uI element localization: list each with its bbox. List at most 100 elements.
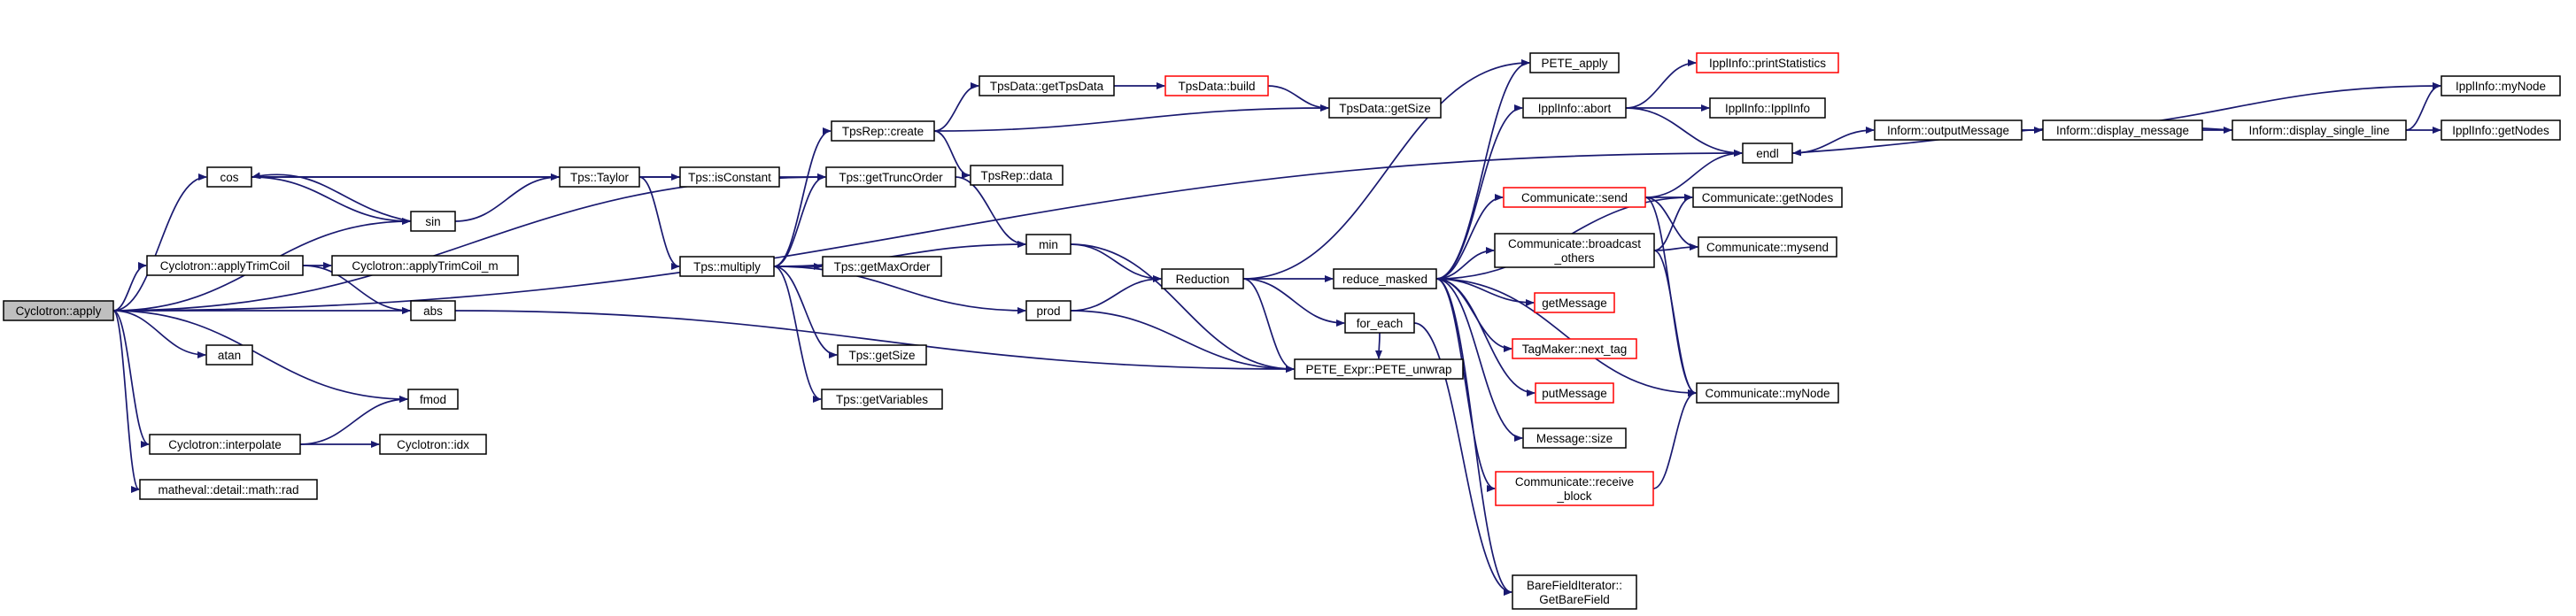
node-sin[interactable]: sin (410, 211, 456, 232)
node-ipplMyNode[interactable]: IpplInfo::myNode (2441, 75, 2561, 96)
node-label: Tps::getTruncOrder (839, 171, 943, 184)
node-applyTrimCoil[interactable]: Cyclotron::applyTrimCoil (146, 255, 304, 276)
node-label: TpsData::getTpsData (990, 80, 1104, 93)
node-box (410, 211, 456, 232)
node-fmod[interactable]: fmod (407, 389, 459, 410)
node-rad[interactable]: matheval::detail::math::rad (139, 479, 318, 500)
node-peteApply[interactable]: PETE_apply (1529, 52, 1620, 73)
node-box (822, 256, 942, 277)
node-forEach[interactable]: for_each (1344, 312, 1415, 334)
node-receiveBlock[interactable]: Communicate::receive_block (1495, 471, 1654, 506)
node-label: Cyclotron::interpolate (168, 438, 282, 451)
node-box (970, 165, 1064, 186)
edge-cos-to-sin (251, 176, 411, 225)
node-label: Communicate::broadcast (1508, 237, 1641, 250)
node-broadcast[interactable]: Communicate::broadcast_others (1494, 233, 1655, 268)
edge-reduction-to-forEach (1242, 278, 1345, 327)
node-label: matheval::detail::math::rad (158, 483, 298, 497)
node-min[interactable]: min (1025, 234, 1071, 255)
node-label: TagMaker::next_tag (1522, 343, 1628, 356)
node-displayMessage[interactable]: Inform::display_message (2042, 119, 2203, 141)
edge-multiply-to-getVariables (773, 266, 822, 403)
node-bareField[interactable]: BareFieldIterator::GetBareField (1512, 574, 1637, 610)
node-label: Cyclotron::apply (16, 304, 102, 318)
node-taylor[interactable]: Tps::Taylor (559, 166, 640, 188)
node-label: PETE_apply (1541, 57, 1607, 70)
node-putMessage[interactable]: putMessage (1535, 382, 1614, 404)
node-abs[interactable]: abs (410, 300, 456, 321)
node-apply[interactable]: Cyclotron::apply (3, 300, 114, 321)
node-endl[interactable]: endl (1742, 142, 1793, 164)
edge-reduceMasked-to-send (1435, 194, 1504, 280)
node-printStatistics[interactable]: IpplInfo::printStatistics (1696, 52, 1839, 73)
node-tpsDataBuild[interactable]: TpsData::build (1164, 75, 1269, 96)
edge-abort-to-endl (1625, 107, 1743, 157)
node-getTruncOrder[interactable]: Tps::getTruncOrder (825, 166, 956, 188)
node-box (559, 166, 640, 188)
node-peteUnwrap[interactable]: PETE_Expr::PETE_unwrap (1294, 358, 1464, 380)
edge-apply-to-atan (112, 310, 206, 358)
node-box (679, 166, 780, 188)
node-tpsRepCreate[interactable]: TpsRep::create (831, 120, 935, 142)
node-abort[interactable]: IpplInfo::abort (1522, 97, 1627, 119)
node-label: Communicate::myNode (1705, 387, 1830, 400)
node-isConstant[interactable]: Tps::isConstant (679, 166, 780, 188)
edge-interpolate-to-fmod (299, 396, 408, 445)
node-box (331, 255, 519, 276)
node-commGetNodes[interactable]: Communicate::getNodes (1692, 187, 1843, 208)
node-atan[interactable]: atan (205, 344, 253, 366)
node-label: Cyclotron::applyTrimCoil_m (352, 259, 498, 273)
node-label: Tps::getSize (848, 349, 915, 362)
node-getVariables[interactable]: Tps::getVariables (821, 389, 943, 410)
node-tpsRepData[interactable]: TpsRep::data (970, 165, 1064, 186)
edge-tpsRepCreate-to-getTpsData (933, 82, 979, 132)
node-label: TpsData::getSize (1339, 102, 1431, 115)
node-label: getMessage (1542, 296, 1607, 310)
edge-reduceMasked-to-myNode (1435, 278, 1697, 397)
node-myNode[interactable]: Communicate::myNode (1696, 382, 1839, 404)
node-reduction[interactable]: Reduction (1161, 268, 1244, 289)
node-reduceMasked[interactable]: reduce_masked (1333, 268, 1437, 289)
node-getTpsData[interactable]: TpsData::getTpsData (979, 75, 1115, 96)
node-displaySingleLine[interactable]: Inform::display_single_line (2232, 119, 2407, 141)
node-outputMessage[interactable]: Inform::outputMessage (1874, 119, 2023, 141)
node-applyTrimCoil_m[interactable]: Cyclotron::applyTrimCoil_m (331, 255, 519, 276)
node-ipplInfo[interactable]: IpplInfo::IpplInfo (1709, 97, 1826, 119)
node-label: Tps::multiply (693, 260, 761, 273)
node-box (1692, 187, 1843, 208)
node-box (679, 256, 775, 277)
edge-multiply-to-prod (773, 266, 1026, 314)
node-nextTag[interactable]: TagMaker::next_tag (1512, 338, 1637, 359)
node-mysend[interactable]: Communicate::mysend (1698, 236, 1837, 258)
edge-reduceMasked-to-bareField (1435, 278, 1512, 596)
node-msgSize[interactable]: Message::size (1522, 427, 1627, 449)
node-multiply[interactable]: Tps::multiply (679, 256, 775, 277)
node-box (2441, 119, 2561, 141)
node-getMessage[interactable]: getMessage (1534, 292, 1615, 313)
node-box (1494, 233, 1655, 268)
node-box (407, 389, 459, 410)
node-tpsDataGetSize[interactable]: TpsData::getSize (1328, 97, 1442, 119)
node-box (1742, 142, 1793, 164)
node-tpsGetSize[interactable]: Tps::getSize (837, 344, 927, 366)
node-send[interactable]: Communicate::send (1503, 187, 1646, 208)
node-idx[interactable]: Cyclotron::idx (379, 434, 487, 455)
edge-applyTrimCoil-to-abs (302, 265, 411, 314)
node-label: min (1039, 238, 1058, 251)
node-getMaxOrder[interactable]: Tps::getMaxOrder (822, 256, 942, 277)
node-label: TpsRep::create (842, 125, 924, 138)
node-interpolate[interactable]: Cyclotron::interpolate (149, 434, 301, 455)
node-box (1503, 187, 1646, 208)
node-label: abs (423, 304, 443, 318)
node-label: IpplInfo::printStatistics (1709, 57, 1826, 70)
edge-sin-to-cos (251, 172, 412, 222)
node-label: Communicate::send (1521, 191, 1628, 204)
node-cos[interactable]: cos (206, 166, 252, 188)
edge-tpsDataBuild-to-tpsDataGetSize (1267, 85, 1329, 112)
edge-apply-to-getTruncOrder (112, 173, 826, 312)
node-prod[interactable]: prod (1025, 300, 1071, 321)
node-ipplGetNodes[interactable]: IpplInfo::getNodes (2441, 119, 2561, 141)
node-box (1161, 268, 1244, 289)
node-box (139, 479, 318, 500)
node-box (410, 300, 456, 321)
